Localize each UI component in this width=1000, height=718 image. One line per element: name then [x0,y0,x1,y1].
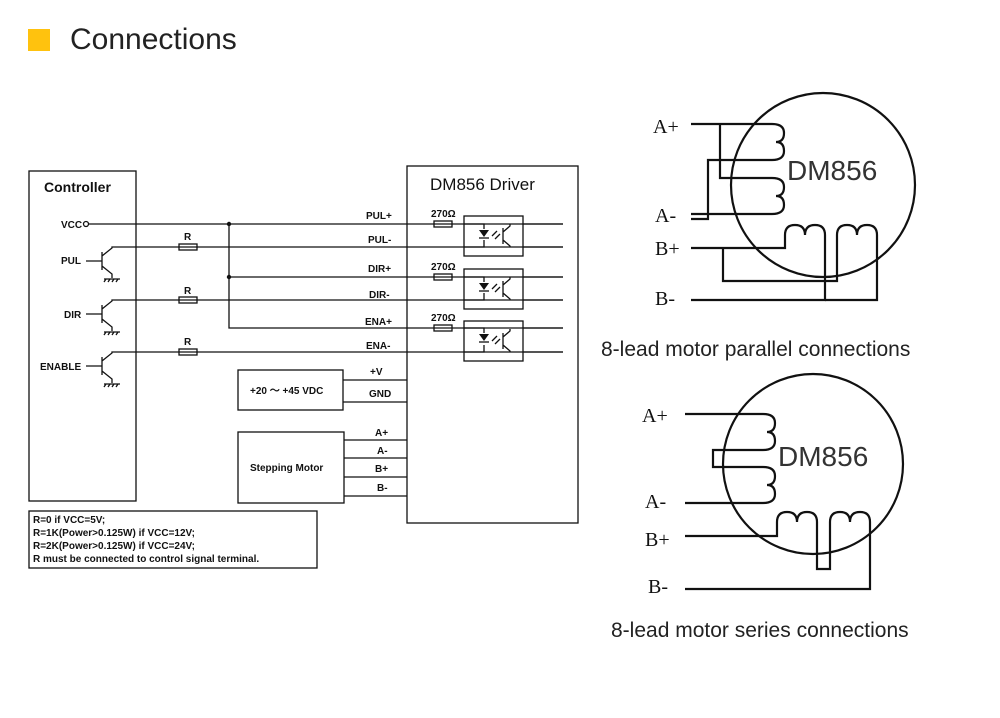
lead-a-plus: A+ [653,116,679,138]
lead-a-plus: A+ [642,405,668,427]
note-line-4: R must be connected to control signal te… [33,554,259,565]
resistor-270-pul-icon: 270Ω [431,209,456,228]
terminal-a-minus: A- [377,446,388,457]
svg-text:270Ω: 270Ω [431,313,456,324]
terminal-dir-plus: DIR+ [368,264,391,275]
transistor-pul-icon [86,246,563,283]
transistor-dir-icon [86,299,563,336]
lead-b-minus: B- [648,576,668,598]
motor-diagram-parallel: DM856 A+ A- B+ B- [653,91,917,310]
svg-text:270Ω: 270Ω [431,262,456,273]
note-line-1: R=0 if VCC=5V; [33,515,105,526]
accent-square-icon [28,29,50,51]
transistor-enable-icon [86,351,563,388]
resistor-r-pul-icon: R [178,232,198,251]
motor-label: DM856 [778,441,868,472]
terminal-ena-plus: ENA+ [365,317,392,328]
svg-text:R: R [184,337,192,348]
vcc-terminal-icon [82,220,90,228]
svg-text:R: R [184,232,192,243]
terminal-gnd: GND [369,389,391,400]
power-supply-box [237,369,344,411]
terminal-b-minus: B- [377,483,388,494]
note-line-2: R=1K(Power>0.125W) if VCC=12V; [33,528,195,539]
svg-text:270Ω: 270Ω [431,209,456,220]
note-line-3: R=2K(Power>0.125W) if VCC=24V; [33,541,195,552]
page-title: Connections [70,23,237,56]
terminal-pul-minus: PUL- [368,235,391,246]
stepping-motor-label: Stepping Motor [250,463,323,474]
lead-a-minus: A- [645,491,666,513]
pin-vcc: VCC [61,220,82,231]
wiring-diagram: Controller DM856 Driver VCC PUL DIR ENAB… [28,165,579,569]
lead-a-minus: A- [655,205,676,227]
resistor-r-dir-icon: R [178,286,198,304]
terminal-b-plus: B+ [375,464,388,475]
terminal-ena-minus: ENA- [366,341,390,352]
power-supply-label: +20 ～ +45 VDC [250,386,323,397]
pin-pul: PUL [61,256,81,267]
resistor-r-enable-icon: R [178,337,198,356]
controller-title: Controller [44,179,111,195]
lead-b-plus: B+ [655,238,680,260]
motor-outline-icon [721,372,905,556]
driver-title: DM856 Driver [430,175,535,194]
controller-box [28,170,137,502]
pin-enable: ENABLE [40,362,81,373]
svg-text:R: R [184,286,192,297]
motor-label: DM856 [787,155,877,186]
optocoupler-dir-icon [463,268,563,310]
stepping-motor-box [237,431,345,504]
caption-series: 8-lead motor series connections [611,619,909,642]
resistor-270-dir-icon: 270Ω [431,262,456,281]
pin-dir: DIR [64,310,82,321]
terminal-plus-v: +V [370,367,383,378]
resistor-270-ena-icon: 270Ω [431,313,456,332]
caption-parallel: 8-lead motor parallel connections [601,338,910,361]
section-header: Connections [28,20,237,60]
lead-b-plus: B+ [645,529,670,551]
terminal-pul-plus: PUL+ [366,211,392,222]
optocoupler-ena-icon [463,320,563,362]
motor-diagram-series: DM856 A+ A- B+ B- [642,372,905,598]
driver-box [406,165,579,524]
terminal-dir-minus: DIR- [369,290,390,301]
motor-outline-icon [729,91,917,279]
lead-b-minus: B- [655,288,675,310]
notes-box [28,510,318,569]
optocoupler-pul-icon [463,215,563,257]
terminal-a-plus: A+ [375,428,388,439]
